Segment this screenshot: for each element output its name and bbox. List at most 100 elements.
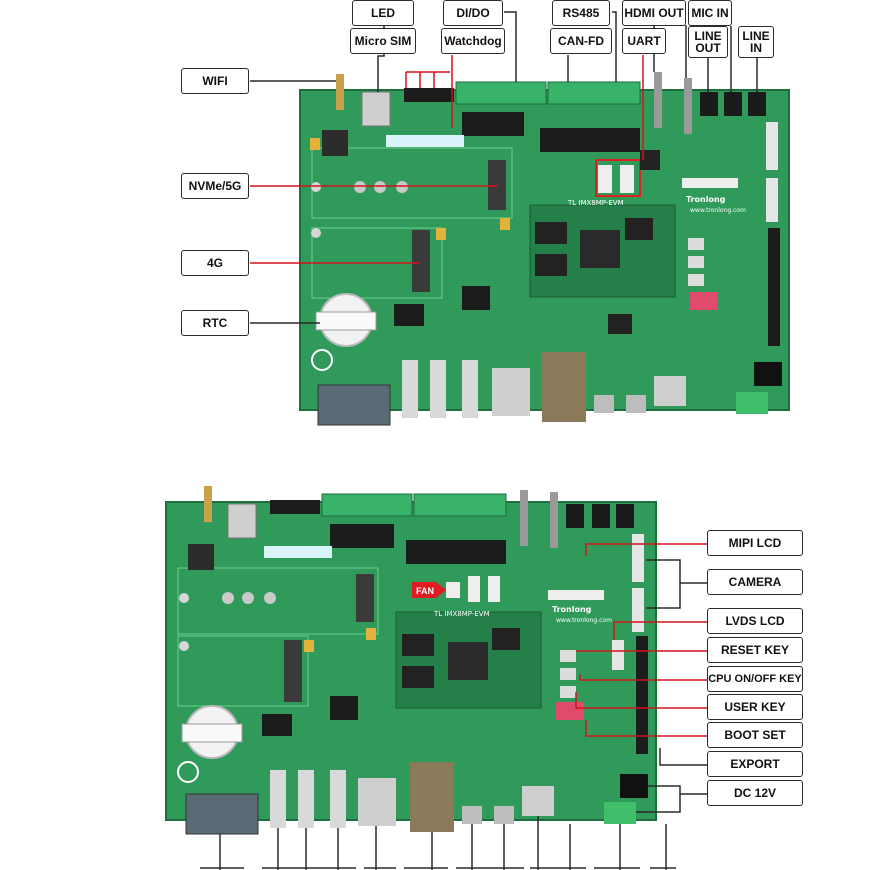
- top-sticker: [386, 135, 464, 147]
- top-audio-jack-2: [724, 92, 742, 116]
- bottom-usbc-2: [494, 806, 514, 824]
- top-pb-logo: [311, 349, 333, 371]
- bottom-wifi-antenna: [204, 486, 212, 522]
- top-ic-5: [322, 130, 348, 156]
- bottom-standoff-2: [242, 592, 254, 604]
- bottom-antenna-post-2: [550, 492, 558, 548]
- bottom-header-3: [406, 540, 506, 564]
- bottom-fpc-lvds: [612, 640, 624, 670]
- bottom-silk-brand: Tronlong: [552, 605, 592, 614]
- label-nvme-5g: NVMe/5G: [181, 173, 249, 199]
- top-fpc-conn-2: [766, 178, 778, 222]
- bottom-uart-conn-2: [488, 576, 500, 602]
- top-usbc-2: [626, 395, 646, 413]
- label-line-out: LINE OUT: [688, 26, 728, 58]
- top-uart-conn-2: [620, 165, 634, 193]
- top-ic-2: [394, 304, 424, 326]
- top-ram-chip-1: [535, 222, 567, 244]
- top-m2-slot: [488, 160, 506, 210]
- top-green-terminal: [736, 392, 768, 414]
- label-di-do: DI/DO: [443, 0, 503, 26]
- bottom-terminal-block-2: [413, 493, 507, 517]
- label-boot-set: BOOT SET: [707, 722, 803, 748]
- label-wifi: WIFI: [181, 68, 249, 94]
- top-mount-hole-2: [311, 182, 321, 192]
- top-cap-1: [436, 228, 446, 240]
- bottom-db9: [185, 793, 259, 835]
- bottom-ic-1: [330, 696, 358, 720]
- top-gpio-header: [768, 228, 780, 346]
- top-emmc-chip: [625, 218, 653, 240]
- label-uart: UART: [622, 28, 666, 54]
- bottom-usbc-1: [462, 806, 482, 824]
- top-usb-1: [402, 360, 418, 418]
- label-line-in: LINE IN: [738, 26, 774, 58]
- bottom-antenna-post-1: [520, 490, 528, 546]
- top-key-2: [688, 256, 704, 268]
- bottom-usb-2: [298, 770, 314, 828]
- bottom-standoff-3: [264, 592, 276, 604]
- bottom-audio-jack-2: [592, 504, 610, 528]
- top-usb-2: [430, 360, 446, 418]
- bottom-audio-jack-3: [616, 504, 634, 528]
- top-silk-url: www.tronlong.com: [690, 207, 746, 214]
- top-key-1: [688, 238, 704, 250]
- top-audio-jack-1: [700, 92, 718, 116]
- top-terminal-block-2: [547, 81, 641, 105]
- top-uart-conn-1: [598, 165, 612, 193]
- top-ic-3: [608, 314, 632, 334]
- top-ic-1: [462, 286, 490, 310]
- bottom-ethernet-2: [410, 762, 454, 832]
- label-lvds-lcd: LVDS LCD: [707, 608, 803, 634]
- bottom-key-2: [560, 668, 576, 680]
- top-red-leader-lines: [250, 55, 644, 264]
- bottom-dark-leader-lines: [219, 559, 708, 870]
- bottom-dc-jack: [620, 774, 648, 798]
- bottom-uart-conn-1: [468, 576, 480, 602]
- bottom-sticker: [264, 546, 332, 558]
- top-header-3: [540, 128, 640, 152]
- bottom-ram-chip-2: [402, 666, 434, 688]
- bottom-silk-url: www.tronlong.com: [556, 617, 612, 624]
- bottom-fan-conn: [446, 582, 460, 598]
- top-4g-slot: [412, 230, 430, 292]
- top-standoff-1: [354, 181, 366, 193]
- top-header-1: [404, 88, 454, 102]
- bottom-ic-2: [262, 714, 292, 736]
- top-terminal-block-1: [455, 81, 547, 105]
- bottom-pb-logo: [177, 761, 199, 783]
- bottom-terminal-block-1: [321, 493, 413, 517]
- top-sim-slot: [361, 91, 391, 127]
- fan-tag-label: FAN: [416, 586, 434, 596]
- bottom-cap-1: [366, 628, 376, 640]
- top-m2-area: [311, 147, 513, 219]
- label-line-in-line1: LINE: [742, 29, 770, 43]
- label-rtc: RTC: [181, 310, 249, 336]
- bottom-fpc-conn-2: [632, 588, 644, 632]
- top-highlight-box: [595, 159, 641, 197]
- bottom-emmc-chip: [492, 628, 520, 650]
- bottom-fpc-conn-1: [632, 534, 644, 582]
- label-camera: CAMERA: [707, 569, 803, 595]
- bottom-usb-3: [330, 770, 346, 828]
- label-mipi-lcd: MIPI LCD: [707, 530, 803, 556]
- label-can-fd: CAN-FD: [550, 28, 612, 54]
- top-wifi-antenna: [336, 74, 344, 110]
- bottom-standoff-1: [222, 592, 234, 604]
- bottom-key-1: [560, 650, 576, 662]
- bottom-key-3: [560, 686, 576, 698]
- bottom-gpio-header: [636, 636, 648, 754]
- top-rtc-holder: [315, 311, 377, 331]
- top-header-2: [462, 112, 524, 136]
- top-standoff-3: [396, 181, 408, 193]
- top-key-3: [688, 274, 704, 286]
- top-dip-switch: [690, 292, 718, 310]
- label-export: EXPORT: [707, 751, 803, 777]
- bottom-4g-slot: [284, 640, 302, 702]
- label-watchdog: Watchdog: [441, 28, 505, 54]
- bottom-4g-area: [177, 635, 309, 707]
- bottom-mount-hole-1: [179, 593, 189, 603]
- bottom-m2-slot: [356, 574, 374, 622]
- bottom-rtc-holder: [181, 723, 243, 743]
